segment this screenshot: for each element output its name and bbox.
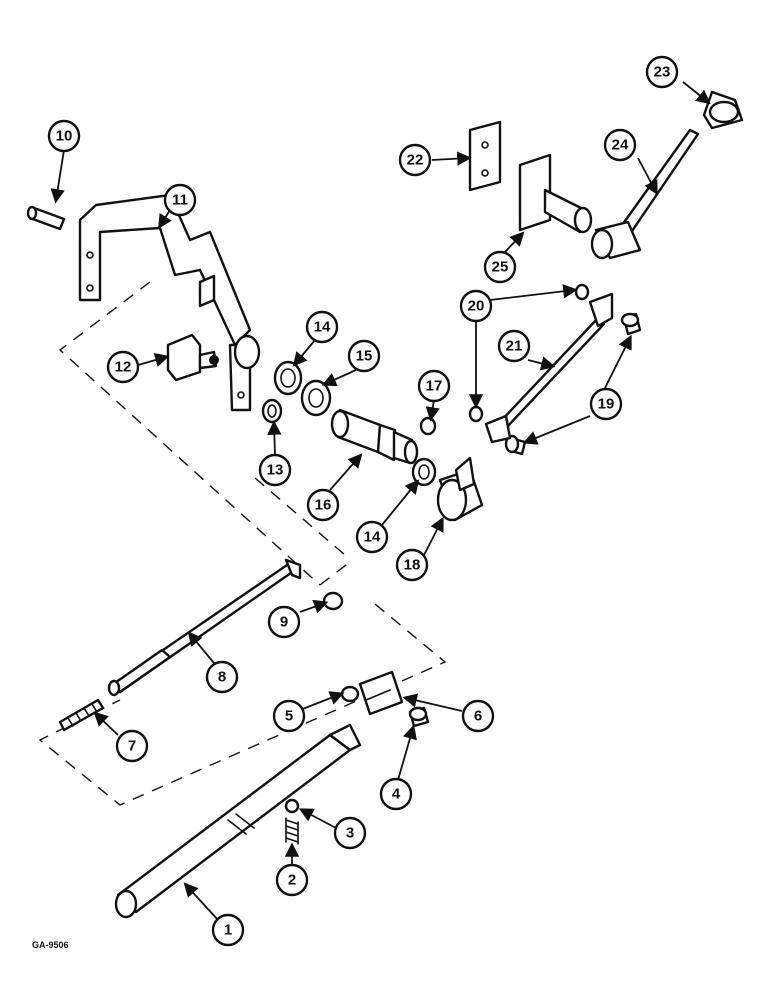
pivot-bracket-part bbox=[518, 153, 593, 234]
callout-label: 20 bbox=[468, 298, 485, 315]
plate-part bbox=[468, 120, 502, 192]
leader-lines bbox=[50, 81, 711, 921]
callout-22: 22 bbox=[398, 143, 432, 177]
callout-label: 14 bbox=[364, 529, 381, 546]
callout-24: 24 bbox=[603, 128, 637, 162]
callout-8: 8 bbox=[205, 660, 239, 694]
callout-label: 15 bbox=[356, 348, 373, 365]
callout-label: 24 bbox=[612, 137, 629, 154]
washer-9-part bbox=[322, 591, 344, 611]
washer-17-part bbox=[419, 416, 437, 436]
callout-label: 21 bbox=[506, 338, 523, 355]
shaft-part bbox=[330, 408, 419, 465]
ball-part bbox=[284, 798, 300, 814]
callout-1: 1 bbox=[211, 913, 245, 947]
upper-dashed-guide bbox=[58, 281, 351, 586]
callout-label: 22 bbox=[407, 152, 424, 169]
clevis-pin-lower-part bbox=[504, 434, 527, 456]
callout-5: 5 bbox=[272, 699, 306, 733]
washer-5-part bbox=[340, 685, 360, 703]
callout-14-upper: 14 bbox=[305, 310, 339, 344]
spring-part bbox=[285, 817, 299, 845]
bent-rod-part bbox=[107, 558, 302, 697]
callout-14-lower: 14 bbox=[355, 520, 389, 554]
washer-20-lower-part bbox=[468, 405, 484, 423]
callout-16: 16 bbox=[306, 488, 340, 522]
callout-label: 7 bbox=[128, 738, 136, 755]
clevis-pin-4-part bbox=[408, 706, 430, 728]
callout-label: 12 bbox=[115, 359, 132, 376]
callout-label: 11 bbox=[172, 192, 188, 209]
callout-label: 2 bbox=[288, 872, 296, 889]
washer-20-upper-part bbox=[574, 283, 590, 301]
callout-label: 1 bbox=[224, 922, 232, 939]
callout-17: 17 bbox=[417, 369, 451, 403]
clamp-block-part bbox=[166, 333, 219, 382]
bushing-15-part bbox=[300, 379, 332, 417]
washer-14-upper-part bbox=[273, 360, 303, 396]
callout-2: 2 bbox=[275, 863, 309, 897]
callout-10: 10 bbox=[47, 119, 81, 153]
callout-label: 14 bbox=[314, 319, 331, 336]
washer-13-part bbox=[261, 398, 283, 424]
callout-4: 4 bbox=[379, 777, 413, 811]
washer-14-lower-part bbox=[411, 457, 437, 487]
callout-6: 6 bbox=[461, 699, 495, 733]
knob-part bbox=[702, 90, 744, 130]
callout-7: 7 bbox=[115, 729, 149, 763]
callout-label: 8 bbox=[218, 669, 226, 686]
callout-23: 23 bbox=[645, 55, 679, 89]
lever-part bbox=[590, 128, 700, 260]
callout-15: 15 bbox=[347, 339, 381, 373]
link-rod-part bbox=[484, 292, 614, 444]
callout-label: 6 bbox=[474, 708, 482, 725]
lever-hub-part bbox=[436, 456, 484, 522]
callout-label: 3 bbox=[346, 825, 354, 842]
reference-code: GA-9506 bbox=[32, 940, 69, 950]
callout-label: 13 bbox=[267, 462, 284, 479]
clevis-part bbox=[358, 670, 404, 716]
threaded-stud-part bbox=[58, 698, 105, 732]
callout-label: 16 bbox=[315, 497, 332, 514]
callout-18: 18 bbox=[395, 548, 429, 582]
callout-label: 23 bbox=[654, 64, 671, 81]
long-lever-part bbox=[114, 723, 362, 919]
callout-3: 3 bbox=[333, 816, 367, 850]
clevis-pin-upper-part bbox=[620, 312, 642, 336]
pin-part bbox=[26, 205, 66, 231]
callout-label: 25 bbox=[492, 259, 509, 276]
callout-13: 13 bbox=[258, 453, 292, 487]
callout-label: 4 bbox=[392, 786, 401, 803]
callout-label: 10 bbox=[56, 128, 73, 145]
bracket-part bbox=[78, 193, 261, 412]
callout-label: 17 bbox=[426, 378, 443, 395]
callout-label: 5 bbox=[285, 708, 293, 725]
callout-20-upper: 20 bbox=[459, 289, 493, 323]
callout-11: 11 bbox=[163, 183, 197, 217]
callout-21: 21 bbox=[497, 329, 531, 363]
callout-25: 25 bbox=[483, 250, 517, 284]
callout-label: 19 bbox=[598, 396, 615, 413]
callout-9: 9 bbox=[267, 605, 301, 639]
callout-12: 12 bbox=[106, 350, 140, 384]
callout-label: 18 bbox=[404, 557, 421, 574]
callout-19: 19 bbox=[589, 387, 623, 421]
callout-label: 9 bbox=[280, 614, 288, 631]
